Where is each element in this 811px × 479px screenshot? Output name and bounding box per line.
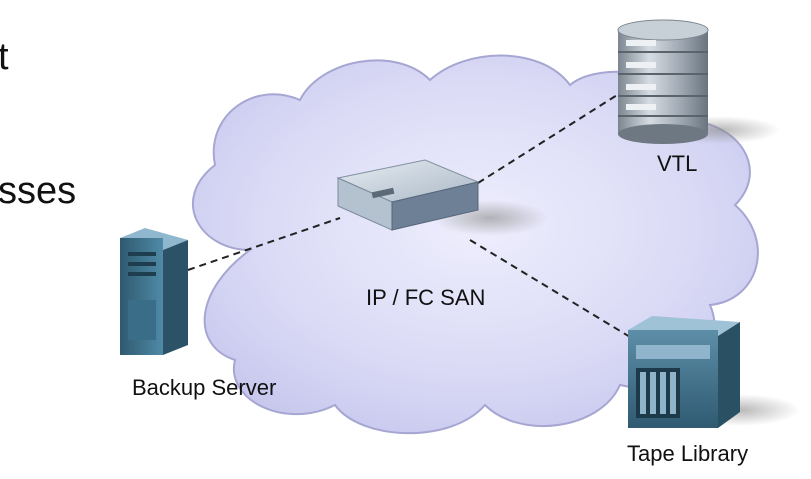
- san-switch-icon: [336, 159, 548, 236]
- slide-text-fragment-2: sses: [0, 170, 77, 212]
- connection-lines: [187, 89, 636, 341]
- slide-text-fragment-1: t: [0, 36, 9, 78]
- tape-library-icon: [628, 316, 800, 428]
- link-backup-to-switch: [187, 217, 341, 271]
- vtl-label: VTL: [657, 151, 698, 176]
- backup-server-label: Backup Server: [132, 375, 277, 400]
- link-switch-to-tape: [469, 239, 636, 341]
- link-switch-to-vtl: [477, 89, 626, 184]
- vtl-icon: [617, 19, 780, 144]
- san-label: IP / FC SAN: [366, 285, 486, 310]
- tape-library-label: Tape Library: [627, 441, 749, 466]
- backup-server-icon: [120, 228, 188, 355]
